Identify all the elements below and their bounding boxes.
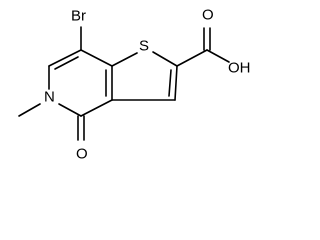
bond-c7-c7a [80, 49, 113, 67]
bond-n5-c4 [58, 103, 82, 117]
bonds [18, 26, 230, 141]
acid-carbonyl-oxygen-label: O [202, 7, 214, 24]
atom-labels: Br S N O O OH [44, 7, 251, 163]
carbonyl-oxygen-label: O [76, 146, 88, 163]
sulfur-label: S [139, 38, 149, 55]
bond-s-c2 [152, 51, 178, 67]
bond-c7a-s [111, 52, 138, 67]
bond-n5-methyl [18, 103, 41, 117]
bond-c2-cooh [176, 49, 208, 67]
bromine-label: Br [71, 8, 86, 25]
hydroxyl-label: OH [228, 60, 251, 77]
bond-c2-c3-double [168, 69, 172, 97]
structure-canvas: Br S N O O OH [18, 7, 251, 163]
bond-c7-c6-double [54, 56, 79, 70]
chemical-structure: Br S N O O OH [18, 7, 251, 163]
nitrogen-label: N [44, 89, 55, 106]
bond-c4-c3a [80, 99, 113, 117]
bond-c7-c6 [48, 49, 82, 67]
bond-cooh-oh [206, 49, 230, 63]
bond-c2-c3 [174, 65, 178, 101]
